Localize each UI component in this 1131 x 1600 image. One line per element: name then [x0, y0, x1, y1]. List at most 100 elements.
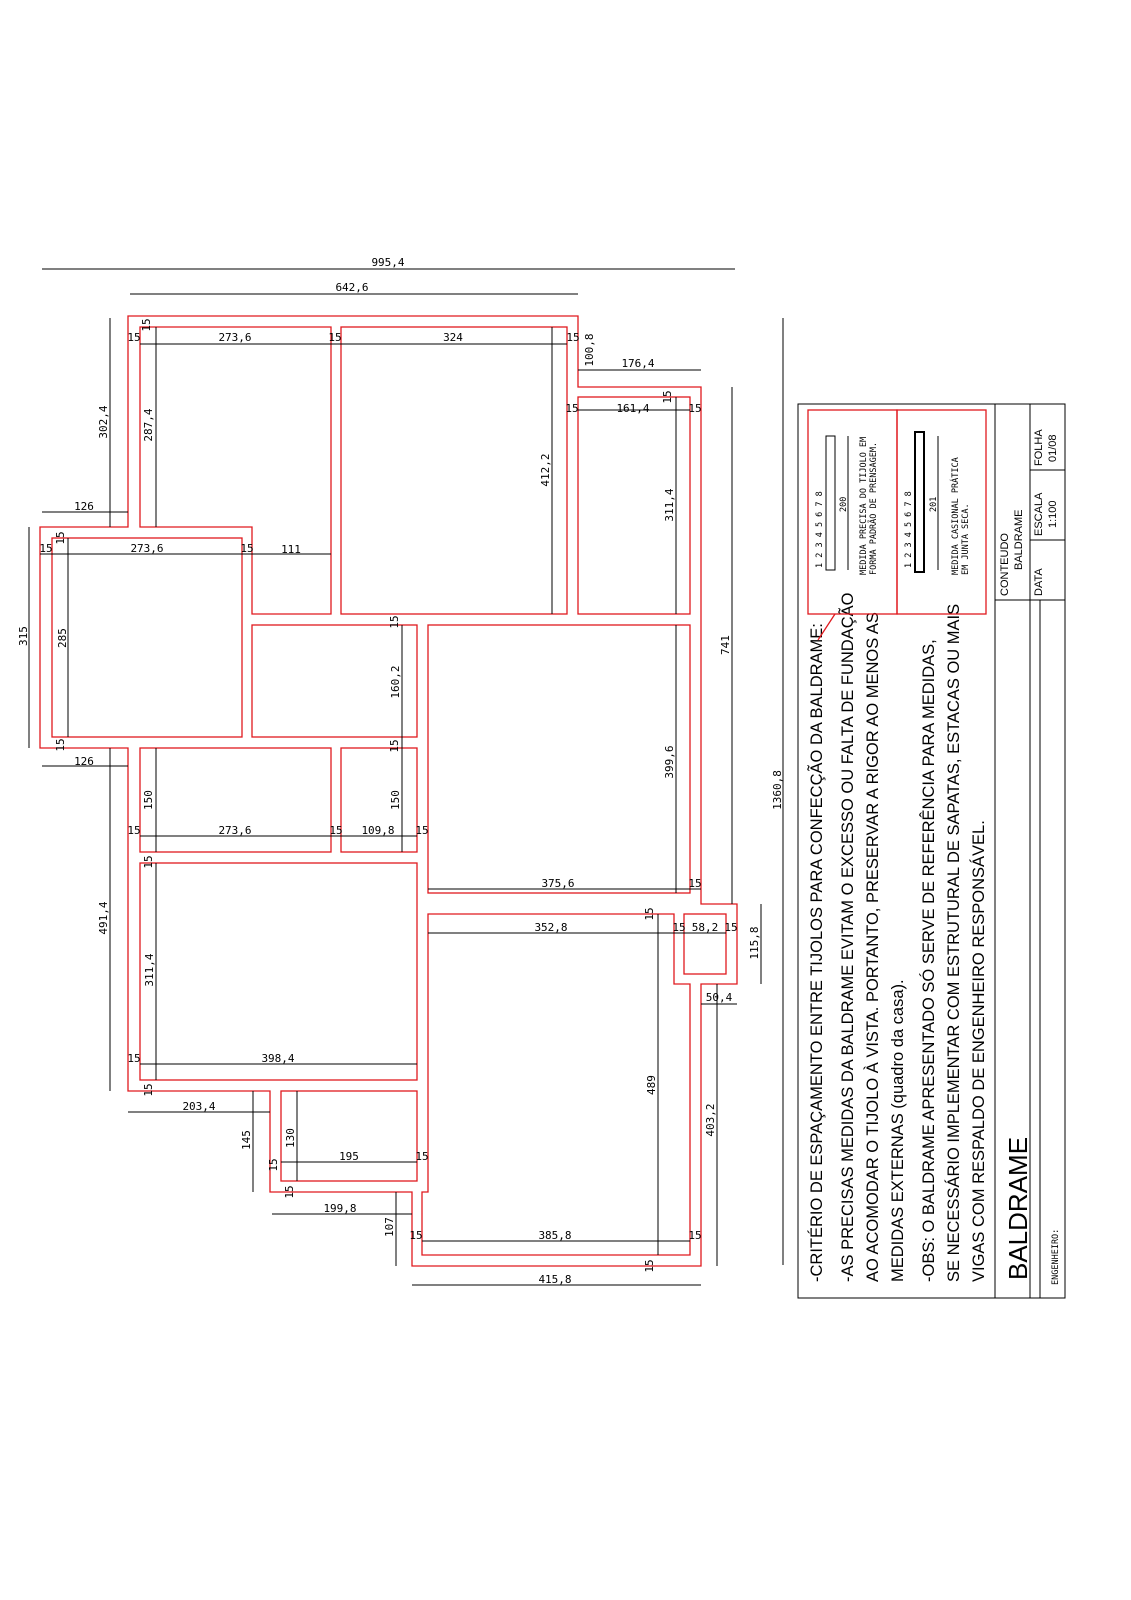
engineer-label: ENGENHEIRO: — [1051, 1229, 1061, 1285]
wall-thickness-label: 15 — [142, 855, 155, 868]
legend-casual-text-2: EM JUNTA SECA. — [961, 503, 971, 575]
wall-thickness-label: 15 — [415, 824, 428, 837]
wall-thickness-label: 15 — [409, 1229, 422, 1242]
note-line: VIGAS COM RESPALDO DE ENGENHEIRO RESPONS… — [969, 820, 988, 1282]
dimension-label: 412,2 — [539, 453, 552, 486]
room — [139, 326, 332, 615]
wall-thickness-label: 15 — [54, 738, 67, 751]
dimension-label: 491,4 — [97, 901, 110, 934]
legend-precise-value: 200 — [839, 497, 849, 512]
dimension-label: 415,8 — [538, 1273, 571, 1286]
dimension-label: 273,6 — [218, 824, 251, 837]
wall-thickness-label: 15 — [688, 402, 701, 415]
date-label: DATA — [1033, 568, 1045, 596]
legend-numbers: 1 2 3 4 5 6 7 8 — [815, 491, 825, 568]
dimension-label: 399,6 — [663, 745, 676, 778]
outer-wall — [39, 315, 738, 1267]
scale-value: 1:100 — [1047, 500, 1059, 528]
dimension-label: 150 — [389, 790, 402, 810]
room — [340, 326, 568, 615]
note-line: MEDIDAS EXTERNAS (quadro da casa). — [889, 979, 907, 1282]
note-line: SE NECESSÁRIO IMPLEMENTAR COM ESTRUTURAL… — [944, 604, 963, 1282]
room — [51, 537, 243, 738]
scale-label: ESCALA — [1033, 492, 1045, 536]
dimension-label: 160,2 — [389, 665, 402, 698]
dimension-label: 145 — [240, 1130, 253, 1150]
wall-thickness-label: 15 — [283, 1185, 296, 1198]
dimension-label: 287,4 — [142, 408, 155, 441]
legend-casual-text-1: MEDIDA CASIONAL PRÁTICA — [949, 457, 961, 575]
room — [340, 747, 418, 853]
legend-casual-value: 201 — [929, 497, 939, 512]
brick-row-icon — [825, 435, 836, 571]
wall-thickness-label: 15 — [643, 1259, 656, 1272]
wall-thickness-label: 15 — [724, 921, 737, 934]
wall-thickness-label: 15 — [142, 1083, 155, 1096]
dimension-label: 315 — [17, 626, 30, 646]
wall-thickness-label: 15 — [688, 1229, 701, 1242]
dimension-label: 1360,8 — [771, 770, 784, 810]
legend-numbers-2: 1 2 3 4 5 6 7 8 — [904, 491, 914, 568]
dimension-label: 375,6 — [541, 877, 574, 890]
dimension-label: 50,4 — [706, 991, 733, 1004]
sheet-label: FOLHA — [1033, 429, 1045, 466]
dimension-label: 489 — [645, 1075, 658, 1095]
note-line: AO ACOMODAR O TIJOLO À VISTA. PORTANTO, … — [863, 612, 882, 1282]
dimension-label: 302,4 — [97, 405, 110, 438]
room — [139, 862, 418, 1081]
room — [427, 624, 691, 894]
wall-thickness-label: 15 — [39, 542, 52, 555]
room — [421, 913, 691, 1256]
dimension-label: 58,2 — [692, 921, 719, 934]
legend-precise-text-2: FORMA PADRÃO DE PRENSAGEM. — [868, 442, 879, 575]
wall-thickness-label: 15 — [661, 390, 674, 403]
dimension-label: 285 — [56, 628, 69, 648]
dimension-label: 109,8 — [361, 824, 394, 837]
dimension-label: 273,6 — [130, 542, 163, 555]
notes: -CRITÉRIO DE ESPAÇAMENTO ENTRE TIJOLOS P… — [806, 592, 988, 1282]
dimension-label: 403,2 — [704, 1103, 717, 1136]
dimension-label: 176,4 — [621, 357, 654, 370]
dimension-label: 107 — [383, 1217, 396, 1237]
dimension-label: 273,6 — [218, 331, 251, 344]
dimension-label: 352,8 — [534, 921, 567, 934]
dimension-label: 195 — [339, 1150, 359, 1163]
dimension-label: 385,8 — [538, 1229, 571, 1242]
dimension-label: 115,8 — [748, 926, 761, 959]
legend-precise-text-1: MEDIDA PRECISA DO TIJOLO EM — [859, 437, 869, 575]
wall-thickness-label: 15 — [329, 824, 342, 837]
dimension-label: 111 — [281, 543, 301, 556]
wall-thickness-label: 15 — [267, 1158, 280, 1171]
room — [139, 747, 332, 853]
room — [683, 913, 727, 975]
dimension-label: 995,4 — [371, 256, 404, 269]
dimension-label: 311,4 — [663, 488, 676, 521]
room — [280, 1090, 418, 1182]
wall-thickness-label: 15 — [127, 1052, 140, 1065]
note-line: -CRITÉRIO DE ESPAÇAMENTO ENTRE TIJOLOS P… — [806, 623, 826, 1282]
wall-thickness-label: 15 — [643, 907, 656, 920]
wall-thickness-label: 15 — [565, 402, 578, 415]
brick-spacing-legend: 1 2 3 4 5 6 7 8 200 MEDIDA PRECISA DO TI… — [807, 409, 987, 641]
dimension-label: 150 — [142, 790, 155, 810]
wall-thickness-label: 15 — [388, 739, 401, 752]
dimension-label: 126 — [74, 500, 94, 513]
wall-thickness-label: 15 — [328, 331, 341, 344]
dimension-label: 199,8 — [323, 1202, 356, 1215]
dimension-lines — [28, 268, 784, 1286]
sheet-value: 01/08 — [1047, 434, 1059, 462]
content-label: CONTEUDO — [999, 533, 1011, 596]
dimension-label: 100,8 — [583, 333, 596, 366]
wall-thickness-label: 15 — [140, 318, 153, 331]
rooms — [51, 326, 727, 1256]
wall-thickness-label: 15 — [127, 331, 140, 344]
note-line: -AS PRECISAS MEDIDAS DA BALDRAME EVITAM … — [837, 592, 857, 1282]
wall-thickness-label: 15 — [388, 615, 401, 628]
dimension-label: 398,4 — [261, 1052, 294, 1065]
dimension-label: 324 — [443, 331, 463, 344]
dimension-label: 126 — [74, 755, 94, 768]
drawing-title: BALDRAME — [1003, 1137, 1033, 1280]
dimension-label: 161,4 — [616, 402, 649, 415]
dimension-label: 130 — [284, 1128, 297, 1148]
